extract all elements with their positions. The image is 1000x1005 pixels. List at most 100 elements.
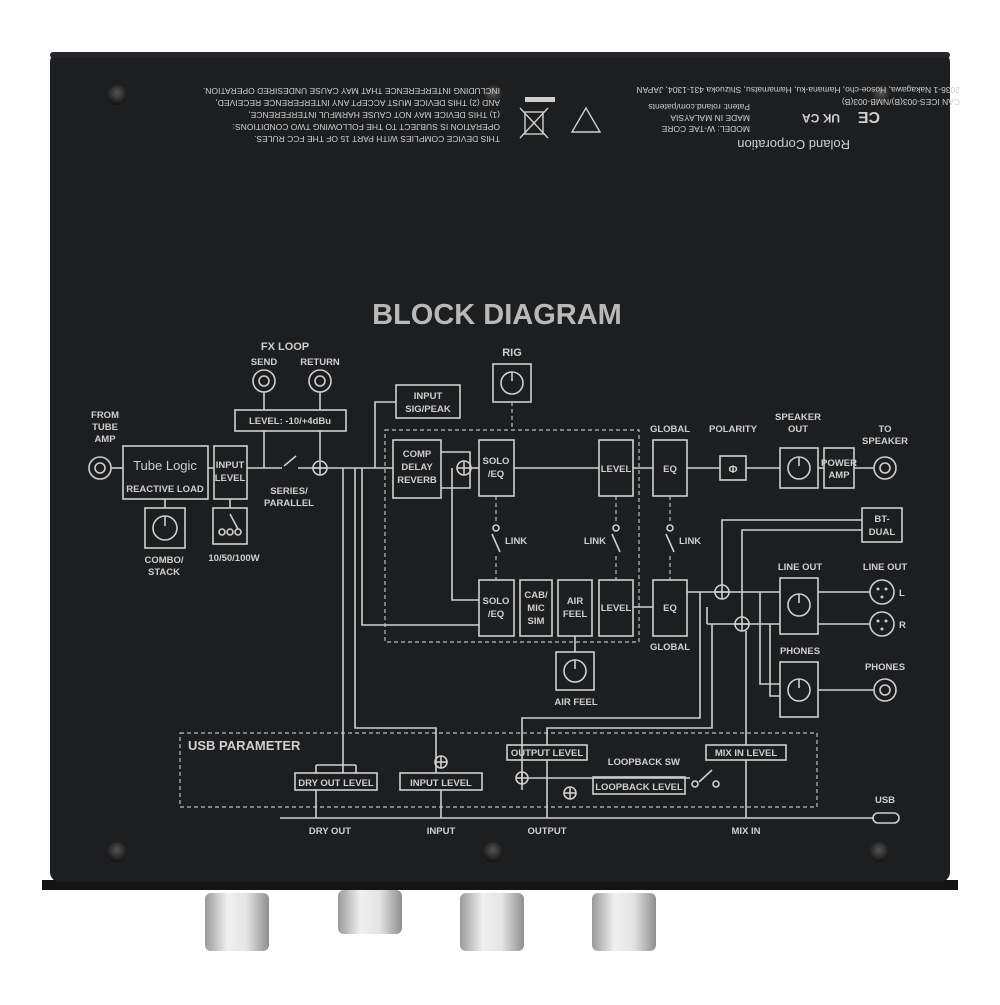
link-switch-2 xyxy=(611,496,621,580)
signal-line xyxy=(546,624,713,745)
air-feel-knob-box xyxy=(555,651,595,691)
from-tube-amp-label: FROM xyxy=(91,410,119,421)
level-lower-block xyxy=(598,579,634,637)
signal-line xyxy=(354,468,437,773)
output-label: OUTPUT xyxy=(527,826,566,837)
solo-eq-label: SOLO xyxy=(483,456,510,467)
eq-label: EQ xyxy=(663,603,677,614)
connector-line xyxy=(374,401,396,468)
bt-dual-label: BT- xyxy=(874,514,889,525)
to-speaker-label: TO xyxy=(878,424,891,435)
usb-parameter-area xyxy=(179,732,818,808)
tube-logic-label: Tube Logic xyxy=(133,458,197,473)
ukca-mark: UK CA xyxy=(802,111,840,125)
link-label: LINK xyxy=(679,536,701,547)
summing-node-icon xyxy=(456,460,472,476)
input-level-label: INPUT xyxy=(216,460,245,471)
combo-stack-knob-box xyxy=(144,507,186,549)
rig-processing-area xyxy=(384,429,640,643)
rig-knob-icon xyxy=(500,371,524,395)
to-speaker-label: SPEAKER xyxy=(862,436,908,447)
patent-text: Patent: roland.com/patents xyxy=(648,102,750,112)
to-speaker-jack-icon[interactable] xyxy=(873,456,897,480)
regulatory-text-fcc: THIS DEVICE COMPLIES WITH PART 15 OF THE… xyxy=(203,86,500,144)
cab-mic-sim-label: MIC xyxy=(527,603,545,614)
air-feel-knob-label: AIR FEEL xyxy=(554,697,597,708)
line-out-label: LINE OUT xyxy=(778,562,823,573)
xlr-l-jack-icon[interactable] xyxy=(869,579,895,605)
combo-stack-label: COMBO/ xyxy=(144,555,183,566)
line-out-jack-label: LINE OUT xyxy=(863,562,908,573)
dry-out-level-label: DRY OUT LEVEL xyxy=(298,778,374,789)
signal-line xyxy=(769,624,780,697)
link-switch-1 xyxy=(491,496,501,580)
chassis-top-lip xyxy=(50,52,950,58)
speaker-out-label: SPEAKER xyxy=(775,412,821,423)
usb-label: USB xyxy=(875,795,895,806)
rotary-selector-icon xyxy=(218,513,242,536)
comp-delay-reverb-block xyxy=(392,439,442,499)
output-level-label: OUTPUT LEVEL xyxy=(511,748,584,759)
input-sig-peak-label: SIG/PEAK xyxy=(405,404,451,415)
front-knobs[interactable] xyxy=(205,890,656,951)
fcc-line: (1) THIS DEVICE MAY NOT CAUSE HARMFUL IN… xyxy=(248,110,500,120)
air-feel-label: AIR xyxy=(567,596,584,607)
line-out-knob-icon xyxy=(787,593,811,617)
knob-2[interactable] xyxy=(338,890,402,934)
solo-eq-lower-block xyxy=(478,579,515,637)
global-label: GLOBAL xyxy=(650,642,690,653)
summing-node-icon xyxy=(734,616,750,632)
usb-port-icon[interactable] xyxy=(872,812,900,824)
input-level-label: LEVEL xyxy=(215,473,246,484)
dry-out-label: DRY OUT xyxy=(309,826,351,837)
knob-4[interactable] xyxy=(592,893,656,951)
air-feel-block xyxy=(557,579,593,637)
screw-icon xyxy=(107,842,127,862)
fcc-line: OPERATION IS SUBJECT TO THE FOLLOWING TW… xyxy=(233,122,500,132)
solo-eq-label: SOLO xyxy=(483,596,510,607)
link-switch-3 xyxy=(665,496,675,580)
summing-node-icon xyxy=(714,584,730,600)
knob-3[interactable] xyxy=(460,893,524,951)
global-label: GLOBAL xyxy=(650,424,690,435)
phones-jack-icon[interactable] xyxy=(873,678,897,702)
phones-label: PHONES xyxy=(780,646,820,657)
ce-mark: CE xyxy=(857,108,880,125)
input-sig-peak-box xyxy=(395,384,461,419)
from-tube-amp-label: AMP xyxy=(94,434,116,445)
link-label: LINK xyxy=(505,536,527,547)
loopback-switch-icon xyxy=(691,769,720,788)
phones-jack-label: PHONES xyxy=(865,662,905,673)
rig-knob-box xyxy=(492,363,532,403)
global-eq-lower-block xyxy=(652,579,688,637)
xlr-r-jack-icon[interactable] xyxy=(869,611,895,637)
screw-icon xyxy=(871,85,891,105)
solo-eq-label: /EQ xyxy=(488,469,504,480)
from-tube-amp-label: TUBE xyxy=(92,422,118,433)
signal-line xyxy=(759,592,780,685)
r-label: R xyxy=(899,620,906,631)
l-label: L xyxy=(899,588,905,599)
signal-line xyxy=(521,592,701,790)
air-feel-knob-icon xyxy=(563,659,587,683)
chassis-edge xyxy=(42,880,958,890)
mix-in-label: MIX IN xyxy=(731,826,760,837)
combo-stack-label: STACK xyxy=(148,567,180,578)
fx-level-label: LEVEL: -10/+4dBu xyxy=(249,416,331,427)
air-feel-label: FEEL xyxy=(563,609,587,620)
link-label: LINK xyxy=(584,536,606,547)
signal-line xyxy=(451,468,479,601)
loopback-level-label: LOOPBACK LEVEL xyxy=(595,782,683,793)
input-level-usb-label: INPUT LEVEL xyxy=(410,778,472,789)
screws xyxy=(107,85,891,862)
comp-delay-reverb-label: COMP xyxy=(403,449,432,460)
signal-line xyxy=(361,468,479,626)
screw-icon xyxy=(483,85,503,105)
cab-mic-sim-label: CAB/ xyxy=(524,590,548,601)
model-text: MODEL: W-TAE CORE xyxy=(661,124,750,134)
knob-1[interactable] xyxy=(205,893,269,951)
rig-label: RIG xyxy=(502,347,522,359)
bt-dual-label: DUAL xyxy=(869,527,896,538)
